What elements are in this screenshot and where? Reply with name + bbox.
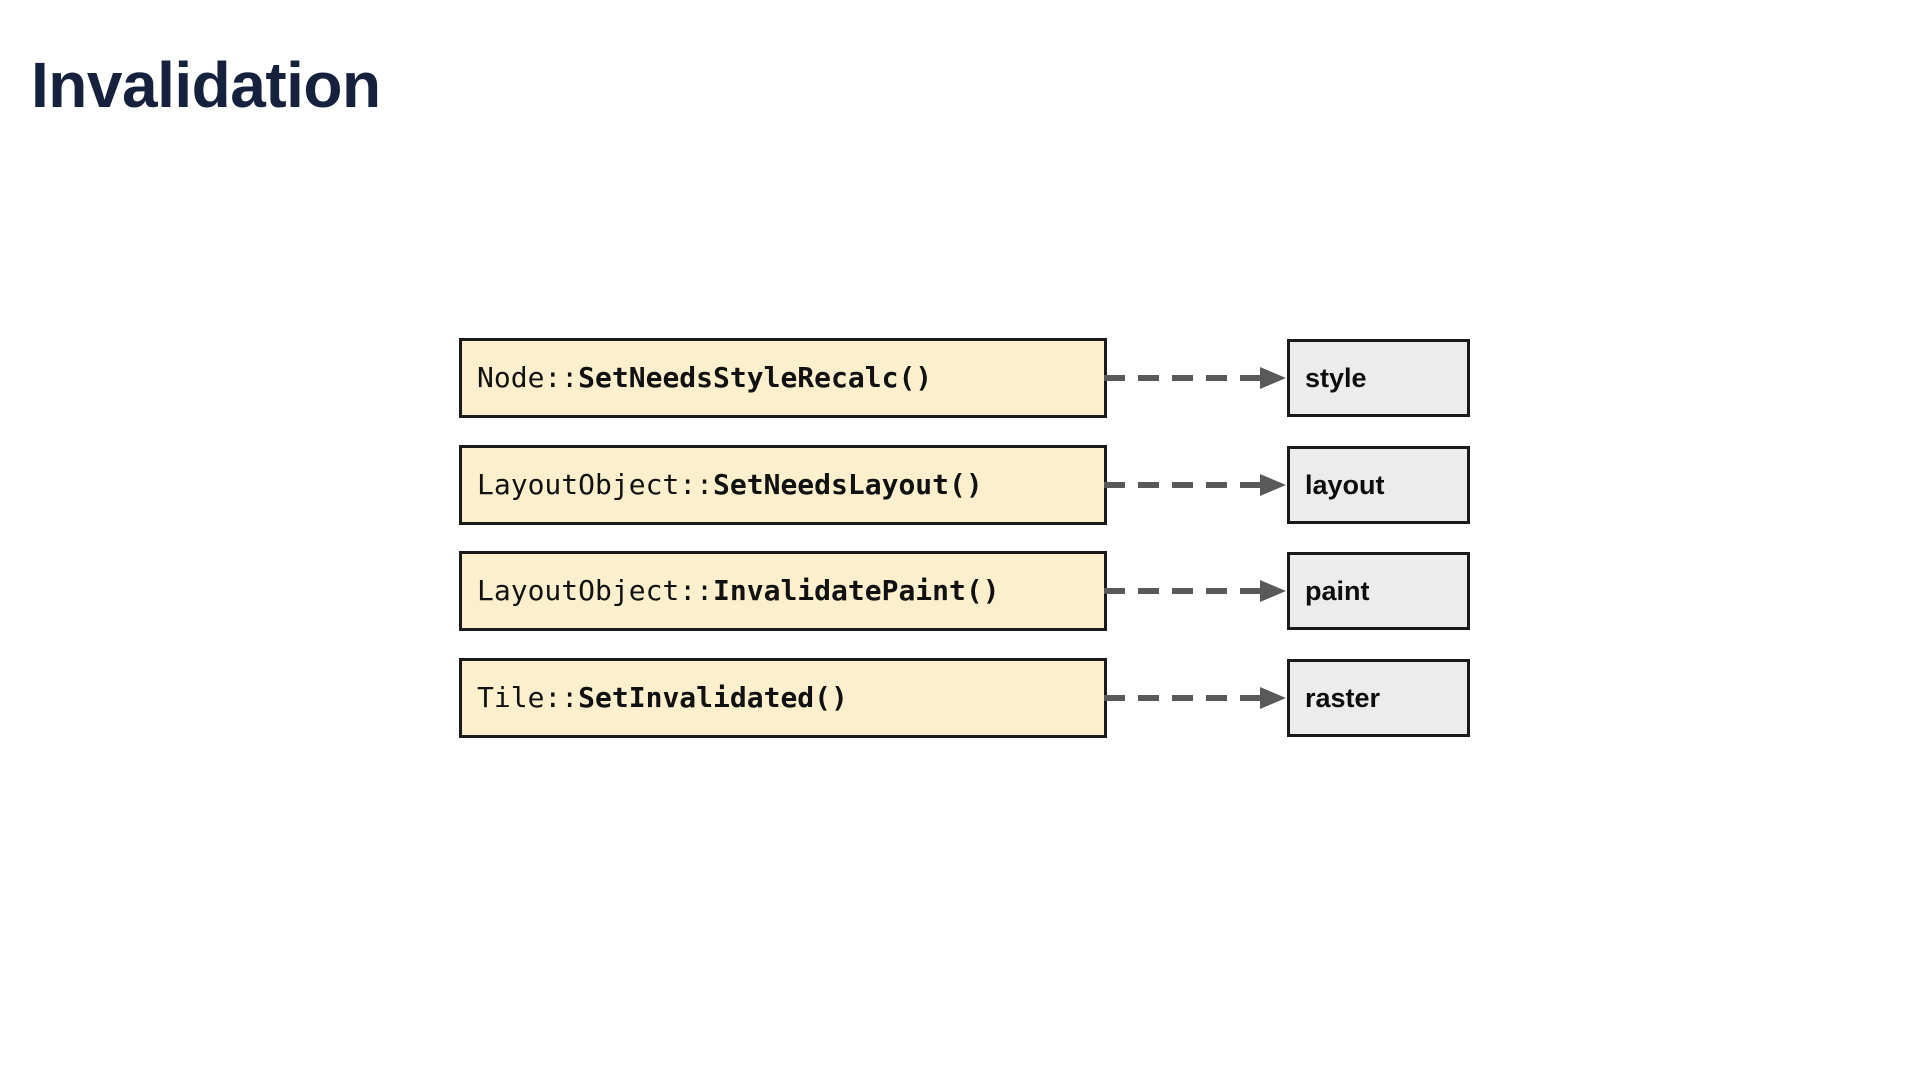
flow-row: LayoutObject::InvalidatePaint() paint	[459, 551, 1473, 631]
pipeline-stage-box[interactable]: layout	[1287, 446, 1470, 524]
pipeline-stage-box[interactable]: style	[1287, 339, 1470, 417]
api-call-method: InvalidatePaint()	[713, 574, 1000, 607]
page-title: Invalidation	[31, 48, 381, 121]
api-call-prefix: LayoutObject::	[477, 468, 714, 501]
api-call-prefix: Tile::	[477, 681, 579, 714]
flow-row: Tile::SetInvalidated() raster	[459, 658, 1473, 738]
api-call-box[interactable]: Tile::SetInvalidated()	[459, 658, 1107, 738]
api-call-method: SetNeedsLayout()	[713, 468, 983, 501]
dashed-arrow-icon	[1104, 580, 1286, 602]
dashed-arrow-icon	[1104, 687, 1286, 709]
api-call-text: LayoutObject::InvalidatePaint()	[477, 577, 1000, 605]
api-call-prefix: LayoutObject::	[477, 574, 714, 607]
pipeline-stage-box[interactable]: paint	[1287, 552, 1470, 630]
api-call-text: Tile::SetInvalidated()	[477, 684, 848, 712]
flow-row: Node::SetNeedsStyleRecalc() style	[459, 338, 1473, 418]
pipeline-stage-label: layout	[1305, 469, 1385, 500]
pipeline-stage-label: style	[1305, 362, 1367, 393]
api-call-box[interactable]: LayoutObject::SetNeedsLayout()	[459, 445, 1107, 525]
pipeline-stage-label: paint	[1305, 575, 1370, 606]
api-call-text: Node::SetNeedsStyleRecalc()	[477, 364, 932, 392]
api-call-prefix: Node::	[477, 361, 579, 394]
api-call-text: LayoutObject::SetNeedsLayout()	[477, 471, 983, 499]
dashed-arrow-icon	[1104, 474, 1286, 496]
dashed-arrow-icon	[1104, 367, 1286, 389]
api-call-box[interactable]: Node::SetNeedsStyleRecalc()	[459, 338, 1107, 418]
api-call-method: SetInvalidated()	[578, 681, 848, 714]
pipeline-stage-label: raster	[1305, 682, 1381, 713]
api-call-box[interactable]: LayoutObject::InvalidatePaint()	[459, 551, 1107, 631]
flow-row: LayoutObject::SetNeedsLayout() layout	[459, 445, 1473, 525]
api-call-method: SetNeedsStyleRecalc()	[578, 361, 933, 394]
pipeline-stage-box[interactable]: raster	[1287, 659, 1470, 737]
